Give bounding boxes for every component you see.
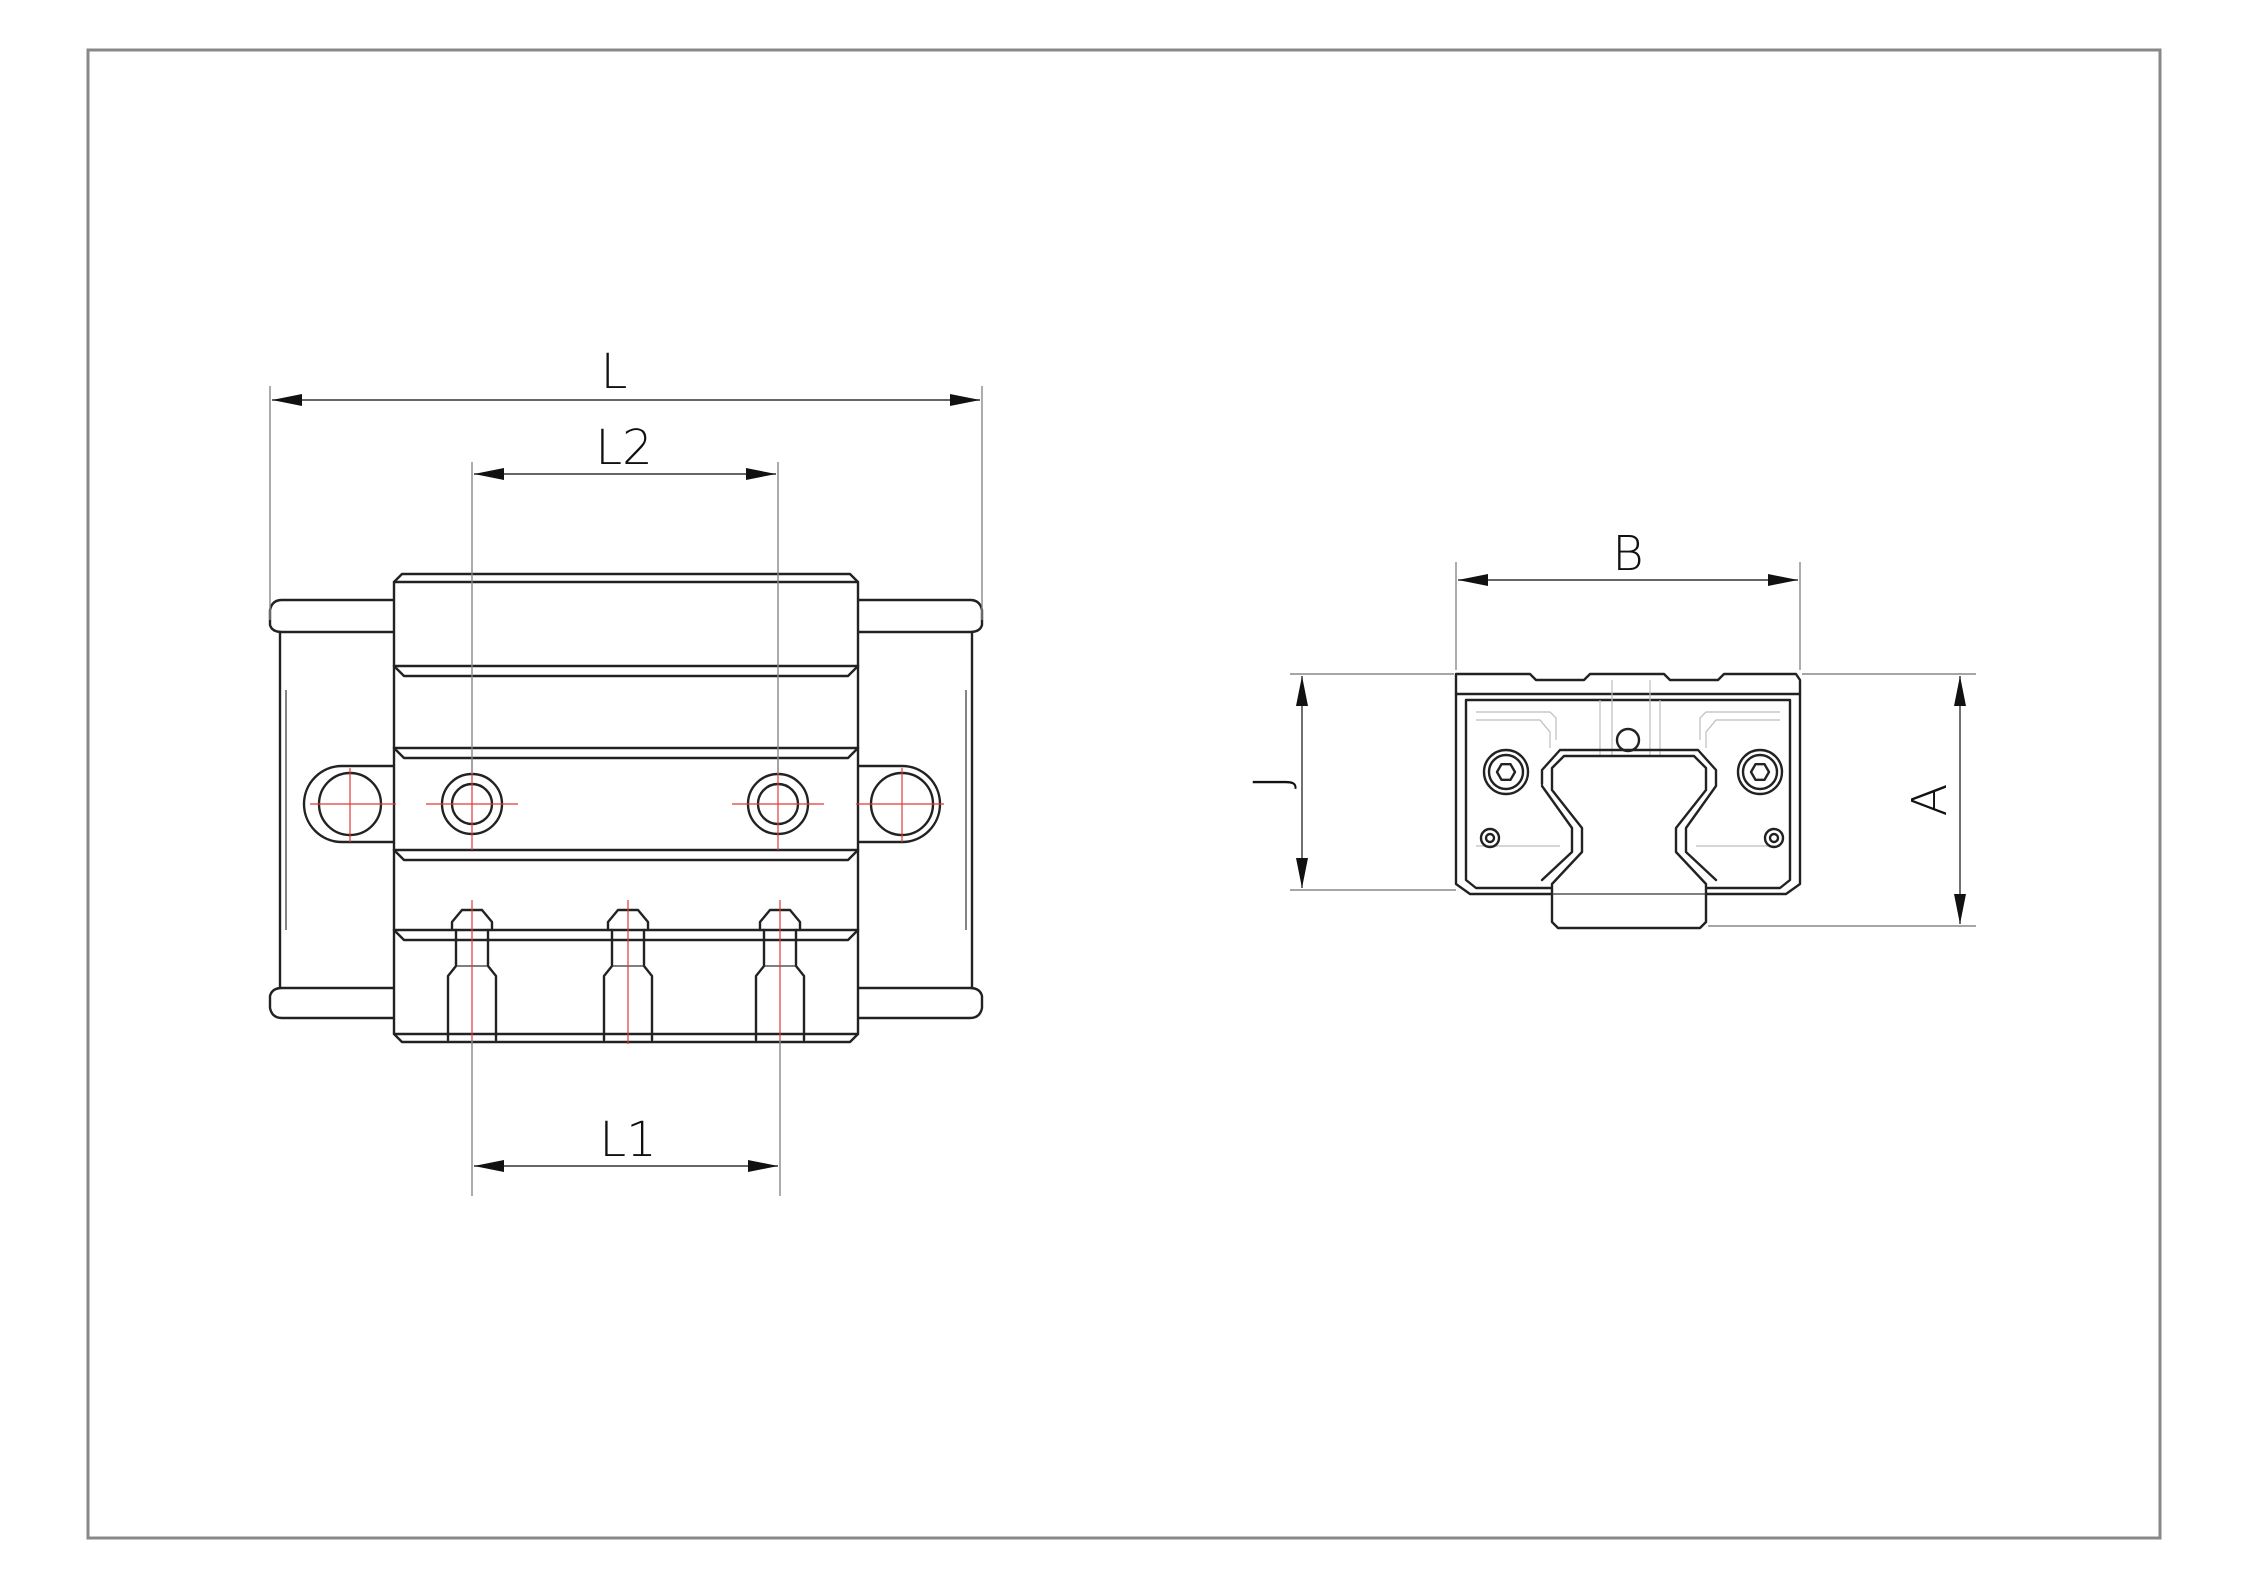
dimension-B: B [1455,526,1801,670]
end-caps [268,598,984,1020]
cap-screws [1479,748,1785,849]
dimension-label-L: L [601,344,628,400]
dimension-J: J [1244,673,1456,891]
dimension-L2: L2 [471,420,779,774]
dimension-A: A [1708,673,1976,927]
dimension-label-L2: L2 [595,420,652,476]
dimension-L1: L1 [471,1040,781,1196]
rail-profile [1540,748,1718,930]
dimension-label-J: J [1244,775,1300,789]
dimension-L: L [269,344,983,620]
retainer-bolts [446,908,806,1042]
side-view: L L2 L1 [268,344,984,1196]
grease-hole [1615,727,1641,753]
dimension-label-B: B [1612,526,1643,582]
drawing-frame [86,48,2162,1540]
dimension-label-L1: L1 [599,1112,656,1168]
end-view: B J A [1244,526,1976,930]
block-body [392,572,860,1044]
dimension-label-A: A [1902,784,1958,817]
